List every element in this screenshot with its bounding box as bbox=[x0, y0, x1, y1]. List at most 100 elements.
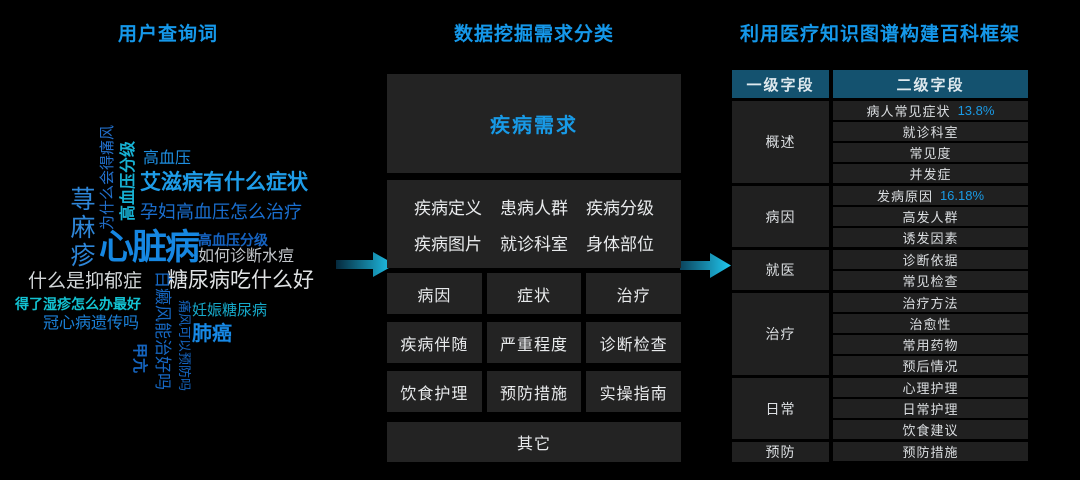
secondary-field-label: 饮食建议 bbox=[902, 423, 959, 438]
wordcloud-word: 肺癌 bbox=[192, 323, 232, 345]
secondary-field-label: 诱发因素 bbox=[902, 231, 959, 246]
classification-title: 数据挖掘需求分类 bbox=[453, 24, 614, 45]
category-cell: 饮食护理 bbox=[387, 371, 482, 412]
wordcloud-word: 冠心病遗传吗 bbox=[43, 315, 140, 332]
wordcloud-word: 甲亢 bbox=[131, 343, 148, 374]
secondary-field-list: 发病原因 16.18% 高发人群诱发因素 bbox=[833, 186, 1028, 247]
secondary-field-label: 常见检查 bbox=[902, 274, 959, 289]
secondary-field-cell: 病人常见症状 13.8% bbox=[833, 101, 1028, 120]
secondary-field-cell: 诊断依据 bbox=[833, 250, 1028, 269]
table-section: 就医诊断依据常见检查 bbox=[732, 250, 1028, 290]
category-cell: 治疗 bbox=[586, 273, 681, 314]
secondary-field-list: 病人常见症状 13.8% 就诊科室常见度并发症 bbox=[833, 101, 1028, 183]
category-cell: 诊断检查 bbox=[586, 322, 681, 363]
secondary-field-cell: 常见度 bbox=[833, 143, 1028, 162]
table-section: 日常心理护理日常护理饮食建议 bbox=[732, 378, 1028, 439]
category-cell: 症状 bbox=[486, 273, 582, 314]
table-header-row: 一级字段 二级字段 bbox=[732, 70, 1028, 98]
secondary-field-label: 高发人群 bbox=[902, 210, 959, 225]
subcategory-label: 就诊科室 bbox=[500, 234, 568, 254]
table-section: 治疗治疗方法治愈性常用药物预后情况 bbox=[732, 293, 1028, 375]
wordcloud-word: 得了湿疹怎么办最好 bbox=[15, 296, 141, 312]
secondary-field-cell: 并发症 bbox=[833, 164, 1028, 183]
secondary-field-label: 诊断依据 bbox=[902, 253, 959, 268]
category-cell: 病因 bbox=[387, 273, 482, 314]
subcategory-label: 疾病分级 bbox=[586, 198, 654, 218]
table-section: 病因 发病原因 16.18% 高发人群诱发因素 bbox=[732, 186, 1028, 247]
wordcloud-word: 高血压 bbox=[143, 150, 192, 167]
secondary-field-list: 心理护理日常护理饮食建议 bbox=[833, 378, 1028, 439]
secondary-field-cell: 预防措施 bbox=[833, 442, 1028, 461]
wordcloud-word: 如何诊断水痘 bbox=[198, 248, 295, 265]
primary-field-cell: 就医 bbox=[732, 250, 829, 290]
primary-field-cell: 预防 bbox=[732, 442, 829, 462]
wordcloud-word: 孕妇高血压怎么治疗 bbox=[140, 202, 302, 222]
secondary-field-label: 病人常见症状 bbox=[866, 104, 951, 119]
secondary-field-cell: 治愈性 bbox=[833, 314, 1028, 333]
secondary-field-cell: 治疗方法 bbox=[833, 293, 1028, 312]
table-section: 概述 病人常见症状 13.8% 就诊科室常见度并发症 bbox=[732, 101, 1028, 183]
wordcloud-word: 高血压分级 bbox=[120, 140, 137, 221]
secondary-field-cell: 诱发因素 bbox=[833, 228, 1028, 247]
wordcloud-title: 用户查询词 bbox=[118, 24, 219, 45]
wordcloud-word: 痛风可以预防吗 bbox=[177, 300, 192, 392]
table-section: 预防 预防措施 bbox=[732, 442, 1028, 462]
category-cell: 实操指南 bbox=[586, 371, 681, 412]
wordcloud-word: 为什么会得痛风 bbox=[99, 124, 116, 230]
wordcloud-word: 高血压分级 bbox=[198, 232, 268, 248]
table-header-primary-field: 一级字段 bbox=[732, 70, 829, 98]
secondary-field-label: 心理护理 bbox=[902, 381, 959, 396]
secondary-field-label: 发病原因 bbox=[876, 189, 933, 204]
subcategory-row: 疾病图片 就诊科室 身体部位 bbox=[414, 230, 654, 255]
primary-field-cell: 病因 bbox=[732, 186, 829, 247]
secondary-field-label: 治疗方法 bbox=[902, 296, 959, 311]
secondary-field-list: 治疗方法治愈性常用药物预后情况 bbox=[833, 293, 1028, 375]
category-cell: 疾病伴随 bbox=[387, 322, 482, 363]
knowledge-graph-title: 利用医疗知识图谱构建百科框架 bbox=[739, 24, 1020, 45]
secondary-field-cell: 日常护理 bbox=[833, 399, 1028, 418]
wordcloud-word: 糖尿病吃什么好 bbox=[167, 269, 314, 292]
wordcloud-word: 荨麻疹 bbox=[67, 186, 95, 270]
flow-arrow-right-icon bbox=[680, 253, 731, 278]
secondary-field-label: 就诊科室 bbox=[902, 125, 959, 140]
demand-classification-panel: 疾病需求 疾病定义 患病人群 疾病分级 疾病图片 就诊科室 身体部位 病因 症状… bbox=[387, 0, 681, 480]
secondary-field-label: 预防措施 bbox=[902, 445, 959, 460]
wordcloud-word: 什么是抑郁症 bbox=[28, 271, 143, 292]
subcategory-label: 疾病定义 bbox=[414, 198, 482, 218]
category-cell: 预防措施 bbox=[486, 371, 582, 412]
primary-field-cell: 治疗 bbox=[732, 293, 829, 375]
coverage-percent-badge: 16.18% bbox=[939, 188, 985, 203]
secondary-field-list: 预防措施 bbox=[833, 442, 1028, 462]
primary-field-cell: 概述 bbox=[732, 101, 829, 183]
subcategory-row: 疾病定义 患病人群 疾病分级 bbox=[414, 194, 654, 219]
secondary-field-cell: 常用药物 bbox=[833, 335, 1028, 354]
subcategory-label: 身体部位 bbox=[586, 234, 654, 254]
disease-need-box: 疾病需求 bbox=[387, 74, 681, 173]
secondary-field-cell: 发病原因 16.18% bbox=[833, 186, 1028, 205]
flow-arrow-left-icon bbox=[336, 252, 395, 277]
coverage-percent-badge: 13.8% bbox=[957, 103, 995, 118]
secondary-field-cell: 心理护理 bbox=[833, 378, 1028, 397]
secondary-field-label: 并发症 bbox=[909, 167, 952, 182]
wordcloud-word: 妊娠糖尿病 bbox=[192, 302, 268, 319]
secondary-field-label: 常见度 bbox=[909, 146, 952, 161]
secondary-field-cell: 高发人群 bbox=[833, 207, 1028, 226]
other-category-box: 其它 bbox=[387, 422, 681, 462]
category-grid: 病因 症状 治疗 疾病伴随 严重程度 诊断检查 饮食护理 预防措施 实操指南 bbox=[387, 273, 681, 412]
secondary-field-cell: 就诊科室 bbox=[833, 122, 1028, 141]
wordcloud-word: 白癜风能治好吗 bbox=[153, 271, 172, 390]
category-cell: 严重程度 bbox=[486, 322, 582, 363]
subcategory-label: 疾病图片 bbox=[414, 234, 482, 254]
secondary-field-label: 预后情况 bbox=[902, 359, 959, 374]
secondary-field-cell: 常见检查 bbox=[833, 271, 1028, 290]
secondary-field-label: 治愈性 bbox=[909, 317, 952, 332]
table-header-secondary-field: 二级字段 bbox=[833, 70, 1028, 98]
secondary-field-list: 诊断依据常见检查 bbox=[833, 250, 1028, 290]
primary-field-cell: 日常 bbox=[732, 378, 829, 439]
subcategory-label: 患病人群 bbox=[500, 198, 568, 218]
wordcloud-word: 艾滋病有什么症状 bbox=[140, 171, 308, 194]
knowledge-table: 一级字段 二级字段 概述 病人常见症状 13.8% 就诊科室常见度并发症病因 发病原因 1… bbox=[732, 70, 1028, 462]
secondary-field-label: 常用药物 bbox=[902, 338, 959, 353]
